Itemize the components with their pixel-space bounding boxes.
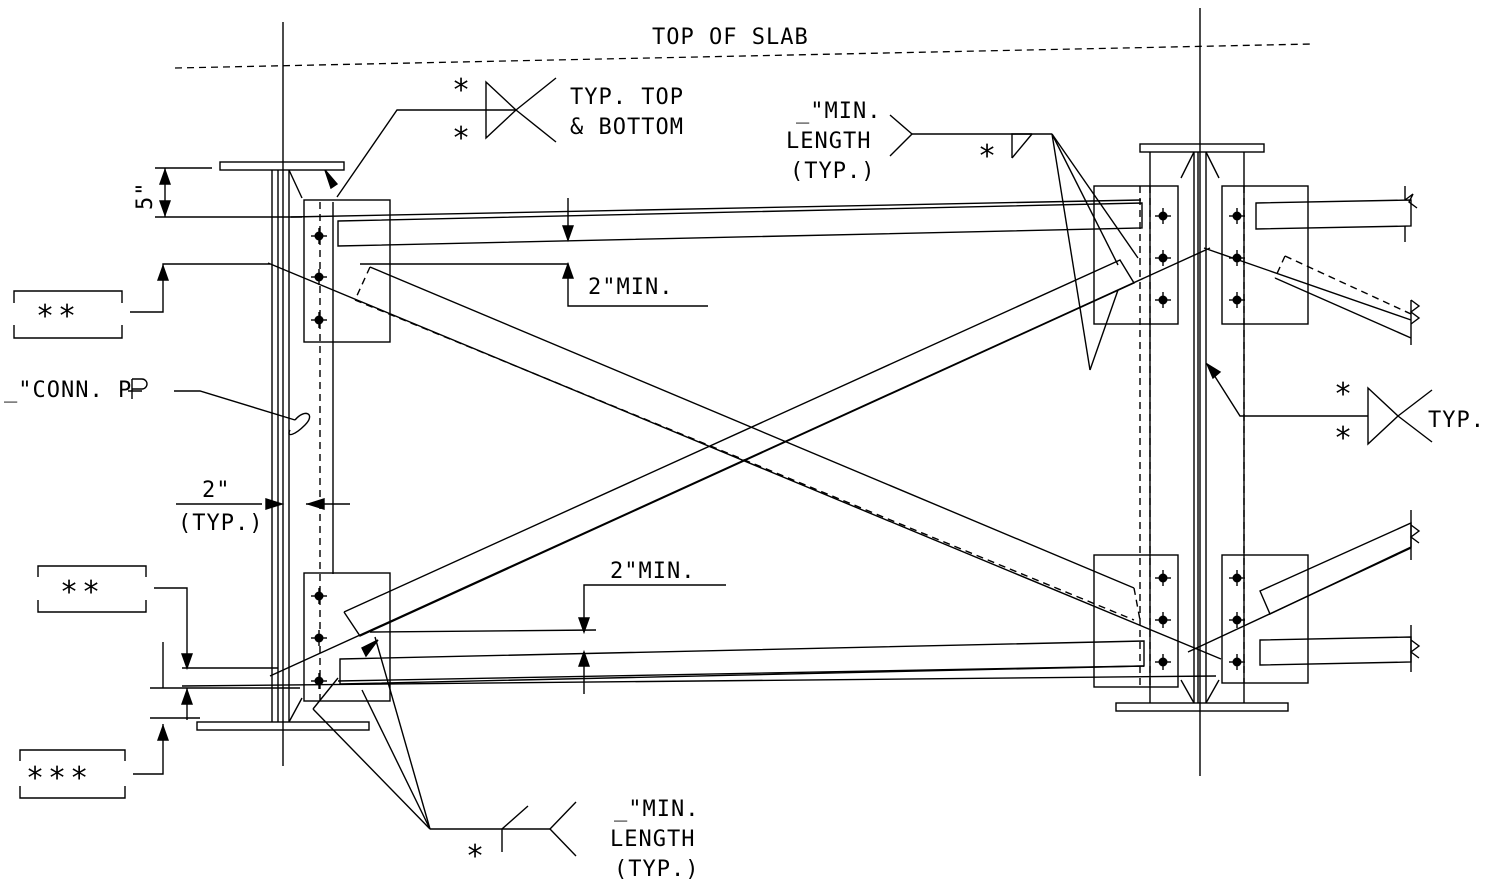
weld-star: * bbox=[978, 139, 1000, 174]
bolt bbox=[311, 312, 327, 328]
dimension-2in-min-bottom: 2"MIN. bbox=[369, 559, 726, 694]
bolt bbox=[1155, 612, 1171, 628]
bolt bbox=[1155, 292, 1171, 308]
weld-callout-min-length-bottom: * _"MIN. LENGTH (TYP.) bbox=[312, 636, 699, 882]
two-inch-label: 2" bbox=[202, 478, 231, 503]
five-inch-label: 5" bbox=[133, 182, 158, 211]
typ-label: TYP. bbox=[1428, 408, 1485, 433]
bolt bbox=[1229, 208, 1245, 224]
right-connection-plates bbox=[1093, 185, 1309, 688]
diagonal-brace-b bbox=[269, 247, 1211, 677]
bolt bbox=[311, 269, 327, 285]
bolt bbox=[1155, 250, 1171, 266]
typ-label: (TYP.) bbox=[790, 159, 875, 184]
bolt bbox=[311, 630, 327, 646]
conn-plate-label: _"CONN. P bbox=[4, 378, 132, 403]
min-label: _"MIN. bbox=[614, 797, 699, 822]
double-star-label: ** bbox=[36, 299, 80, 334]
bolt bbox=[1155, 570, 1171, 586]
left-connection-plate bbox=[303, 199, 391, 702]
typ-label: (TYP.) bbox=[614, 857, 699, 882]
and-bottom-label: & BOTTOM bbox=[570, 115, 684, 140]
two-min-label: 2"MIN. bbox=[588, 275, 673, 300]
right-girder bbox=[1115, 8, 1289, 776]
weld-callout-typ-right: * * TYP. bbox=[1205, 362, 1485, 456]
weld-callout-min-length-top: * _"MIN. LENGTH (TYP.) bbox=[786, 99, 1139, 371]
weld-star: * bbox=[452, 121, 474, 156]
min-label: _"MIN. bbox=[796, 99, 881, 124]
length-label: LENGTH bbox=[610, 827, 695, 852]
weld-callout-top-bottom: * * TYP. TOP & BOTTOM bbox=[324, 73, 684, 198]
weld-star: * bbox=[452, 73, 474, 108]
note-double-star-top: ** bbox=[13, 263, 270, 339]
bolt bbox=[1155, 654, 1171, 670]
top-strut bbox=[290, 199, 1143, 247]
note-triple-star: *** bbox=[19, 717, 200, 799]
bolt bbox=[1155, 208, 1171, 224]
dimension-2in-typ: 2" (TYP.) bbox=[176, 478, 350, 536]
bolt bbox=[1229, 612, 1245, 628]
typ-label: (TYP.) bbox=[178, 511, 263, 536]
bottom-strut bbox=[181, 640, 1217, 687]
weld-star: * bbox=[1334, 377, 1356, 412]
weld-star: * bbox=[466, 839, 488, 874]
bolt bbox=[311, 588, 327, 604]
bolt bbox=[311, 673, 327, 689]
dimension-2in-min-top: 2"MIN. bbox=[360, 198, 708, 307]
weld-star: * bbox=[1334, 421, 1356, 456]
left-girder bbox=[196, 22, 370, 766]
bolt bbox=[1229, 292, 1245, 308]
right-bolts bbox=[1155, 208, 1245, 670]
triple-star-label: *** bbox=[26, 761, 92, 796]
top-of-slab-label: TOP OF SLAB bbox=[652, 25, 809, 50]
length-label: LENGTH bbox=[786, 129, 871, 154]
bolt bbox=[1229, 654, 1245, 670]
two-min-label: 2"MIN. bbox=[610, 559, 695, 584]
top-of-slab: TOP OF SLAB bbox=[174, 25, 1313, 69]
typ-top-label: TYP. TOP bbox=[570, 85, 684, 110]
conn-plate-callout: _"CONN. P bbox=[4, 378, 311, 436]
adjacent-bay-members bbox=[1187, 186, 1421, 672]
dimension-5in: 5" bbox=[133, 167, 302, 218]
bolt bbox=[1229, 570, 1245, 586]
left-bolts bbox=[311, 228, 327, 689]
double-star-label: ** bbox=[60, 575, 104, 610]
note-double-star-bottom: ** bbox=[37, 565, 300, 720]
bolt bbox=[311, 228, 327, 244]
